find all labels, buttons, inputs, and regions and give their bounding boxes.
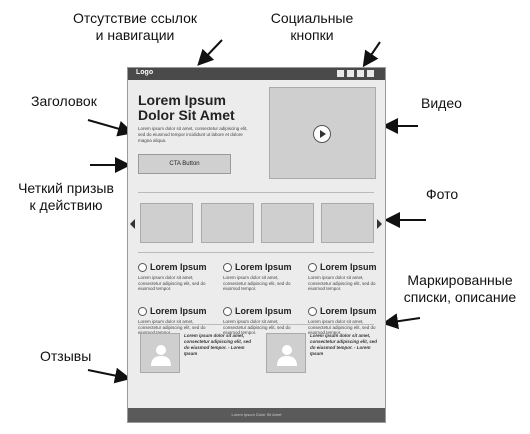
- feature-title: Lorem Ipsum: [320, 262, 377, 272]
- share-icon[interactable]: [367, 70, 374, 77]
- footer: Lorem Ipsum Dolor Sit Amet: [128, 408, 385, 422]
- annotation-photo: Фото: [426, 186, 459, 202]
- cta-button[interactable]: CTA Button: [138, 154, 231, 174]
- feature-title: Lorem Ipsum: [235, 306, 292, 316]
- feature-text: Lorem ipsum dolor sit amet, consectetur …: [223, 319, 291, 335]
- annotation-cta: Четкий призыв к действию: [18, 180, 114, 213]
- bullet-icon: [138, 263, 147, 272]
- feature-title: Lorem Ipsum: [235, 262, 292, 272]
- photo-3: [261, 203, 314, 243]
- feature-title: Lorem Ipsum: [320, 306, 377, 316]
- arrow-no-links: [197, 39, 223, 66]
- footer-text: Lorem Ipsum Dolor Sit Amet: [231, 412, 282, 417]
- avatar: [140, 333, 180, 373]
- logo: Logo: [136, 69, 154, 76]
- annotation-no-links: Отсутствие ссылок и навигации: [72, 10, 198, 43]
- feature-title: Lorem Ipsum: [150, 306, 207, 316]
- user-icon: [151, 345, 171, 366]
- feature-text: Lorem ipsum dolor sit amet, consectetur …: [138, 319, 206, 335]
- hero-text: Lorem ipsum dolor sit amet, consectetur …: [138, 126, 248, 143]
- avatar: [266, 333, 306, 373]
- play-icon[interactable]: [313, 125, 331, 143]
- photo-2: [201, 203, 254, 243]
- pinterest-icon[interactable]: [357, 70, 364, 77]
- annotation-testimonials: Отзывы: [40, 348, 92, 364]
- annotation-social-buttons: Социальные кнопки: [270, 10, 354, 43]
- testimonial-quote: Lorem ipsum dolor sit amet, consectetur …: [310, 333, 378, 356]
- facebook-icon[interactable]: [337, 70, 344, 77]
- hero-title: Lorem Ipsum Dolor Sit Amet: [138, 92, 235, 123]
- divider: [138, 192, 374, 193]
- feature-text: Lorem ipsum dolor sit amet, consectetur …: [223, 275, 291, 291]
- feature-text: Lorem ipsum dolor sit amet, consectetur …: [308, 319, 376, 335]
- arrow-testimonials: [87, 367, 131, 384]
- arrow-social: [362, 41, 381, 68]
- annotation-bullets: Маркированные списки, описание: [403, 272, 517, 305]
- feature-text: Lorem ipsum dolor sit amet, consectetur …: [308, 275, 376, 291]
- arrow-heading: [87, 119, 134, 137]
- annotation-video: Видео: [421, 95, 462, 111]
- video-player[interactable]: [269, 87, 376, 179]
- photo-prev-icon[interactable]: [130, 219, 135, 229]
- divider: [138, 252, 374, 253]
- feature-title: Lorem Ipsum: [150, 262, 207, 272]
- bullet-icon: [138, 307, 147, 316]
- photo-next-icon[interactable]: [377, 219, 382, 229]
- top-bar: Logo: [128, 68, 385, 80]
- photo-1: [140, 203, 193, 243]
- annotation-heading: Заголовок: [31, 93, 97, 109]
- bullet-icon: [308, 307, 317, 316]
- testimonial-quote: Lorem ipsum dolor sit amet, consectetur …: [184, 333, 252, 356]
- divider: [138, 324, 374, 325]
- feature-text: Lorem ipsum dolor sit amet, consectetur …: [138, 275, 206, 291]
- twitter-icon[interactable]: [347, 70, 354, 77]
- bullet-icon: [223, 307, 232, 316]
- photo-4: [321, 203, 374, 243]
- landing-page-mockup: Logo Lorem Ipsum Dolor Sit Amet Lorem ip…: [127, 67, 386, 423]
- bullet-icon: [308, 263, 317, 272]
- bullet-icon: [223, 263, 232, 272]
- arrow-bullets: [382, 313, 421, 330]
- user-icon: [277, 345, 297, 366]
